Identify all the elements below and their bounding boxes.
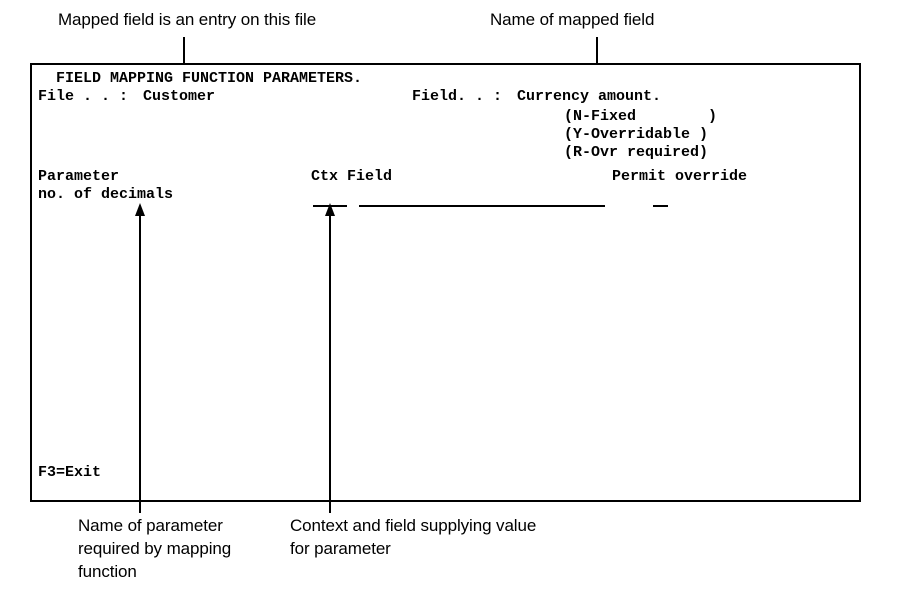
screen-title: FIELD MAPPING FUNCTION PARAMETERS.	[38, 70, 363, 87]
column-header-permit-override: Permit override	[612, 168, 748, 185]
annotation-mapped-field-name: Name of mapped field	[490, 10, 655, 29]
arrowhead-up	[135, 203, 145, 216]
field-value: Currency amount.	[517, 88, 662, 105]
file-label: File . . :	[38, 88, 138, 105]
terminal-screen: FIELD MAPPING FUNCTION PARAMETERS. File …	[30, 63, 861, 502]
annotation-parameter-name: Name of parameter required by mapping fu…	[78, 516, 232, 581]
arrow-shaft	[596, 37, 598, 73]
arrow-shaft	[183, 37, 185, 73]
override-legend-line-3: (R-Ovr required)	[564, 144, 709, 161]
arrow-shaft	[139, 215, 141, 513]
input-field-underline[interactable]	[359, 205, 605, 207]
field-label: Field. . :	[412, 88, 512, 105]
column-header-parameter: Parameter	[38, 168, 120, 185]
column-header-ctx-field: Ctx Field	[311, 168, 393, 185]
terminal-content: FIELD MAPPING FUNCTION PARAMETERS. File …	[32, 65, 859, 500]
file-value: Customer	[143, 88, 216, 105]
function-key-line[interactable]: F3=Exit	[38, 464, 102, 481]
arrowhead-up	[325, 203, 335, 216]
override-legend-line-2: (Y-Overridable )	[564, 126, 709, 143]
override-legend-line-1: (N-Fixed )	[564, 108, 718, 125]
input-permit-override-underline[interactable]	[653, 205, 668, 207]
annotation-mapped-field-file: Mapped field is an entry on this file	[58, 10, 317, 29]
row-parameter-name: no. of decimals	[38, 186, 174, 203]
arrow-shaft	[329, 215, 331, 513]
annotation-context-and-field: Context and field supplying value for pa…	[290, 516, 537, 558]
